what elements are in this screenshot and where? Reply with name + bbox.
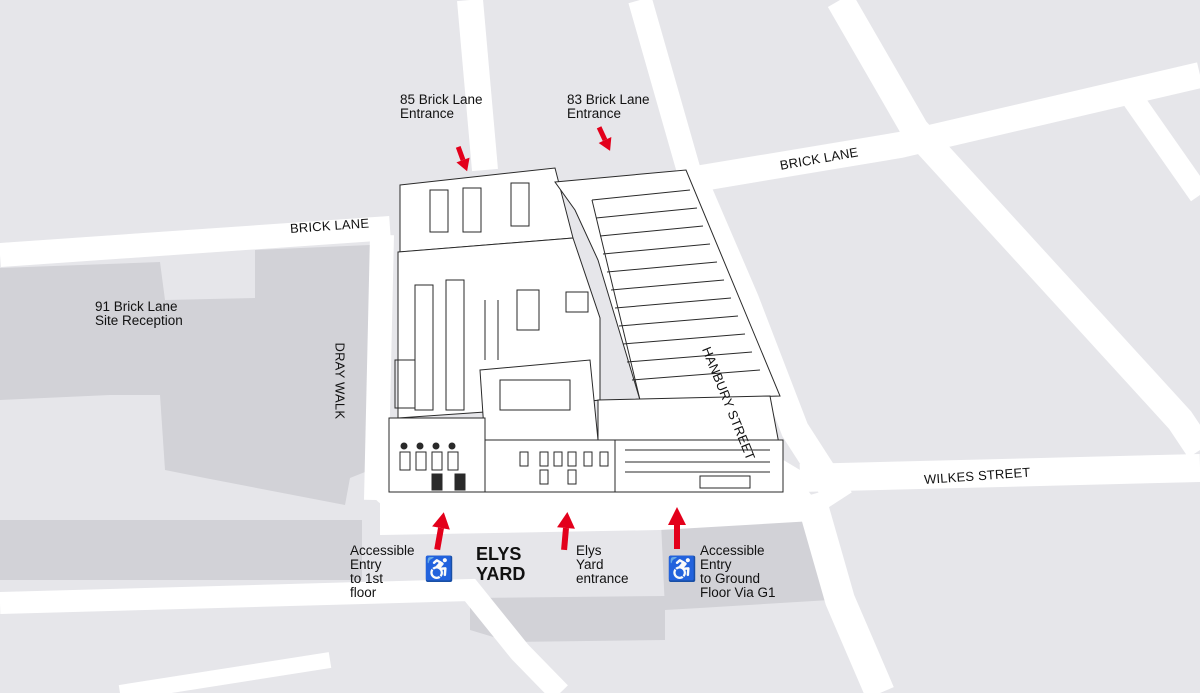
brick-lane-road-west (0, 216, 391, 267)
label-site-reception: 91 Brick Lane Site Reception (95, 299, 183, 328)
elys-yard-label: ELYS YARD (476, 544, 526, 584)
label-elys-yard-entrance: Elys Yard entrance (576, 543, 629, 586)
truman-brewery-complex (388, 167, 784, 493)
wheelchair-icon: ♿ (424, 556, 454, 583)
red-arrow-icon (596, 126, 612, 151)
red-arrow-icon (455, 145, 470, 172)
street-label-dray-walk: DRAY WALK (332, 342, 348, 420)
label-83-brick-lane-entrance: 83 Brick Lane Entrance (567, 92, 650, 121)
wheelchair-icon: ♿ (667, 556, 697, 583)
lane-north-1 (457, 0, 498, 172)
entrance-arrows (432, 126, 686, 551)
label-accessible-first-floor: Accessible Entry to 1st floor (350, 543, 415, 600)
wilkes-street-road-south (795, 490, 894, 693)
lane-north-2 (628, 0, 702, 179)
label-accessible-ground-floor: Accessible Entry to Ground Floor Via G1 (700, 543, 776, 600)
lane-northeast (827, 0, 1200, 458)
elys-yard-plaza (380, 480, 830, 535)
red-arrow-icon (432, 512, 450, 551)
red-arrow-icon (557, 512, 575, 551)
surrounding-buildings (0, 245, 830, 642)
dray-walk-road (364, 234, 394, 501)
lane-southwest (118, 652, 332, 693)
wilkes-street-road (799, 454, 1200, 492)
lane-east (1120, 88, 1200, 202)
label-85-brick-lane-entrance: 85 Brick Lane Entrance (400, 92, 483, 121)
brick-lane-road-east (687, 62, 1200, 193)
lane-south (0, 578, 568, 693)
red-arrow-icon (668, 507, 686, 549)
